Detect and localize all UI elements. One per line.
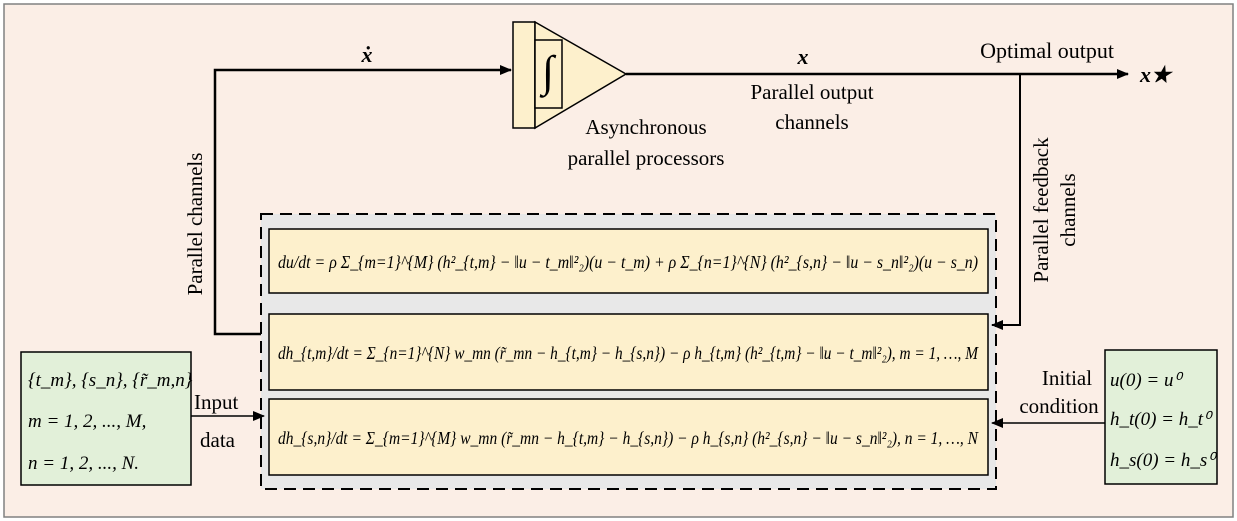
parallel-channels-line (213, 65, 512, 336)
input-data-box (20, 351, 192, 486)
async-label-2: parallel processors (568, 146, 725, 170)
input-n-range: n = 1, 2, ..., N. (28, 453, 139, 474)
processor-back-rect (512, 21, 536, 129)
parallel-feedback-label-1: Parallel feedback (1029, 137, 1053, 283)
integral-symbol: ∫ (539, 47, 557, 98)
parallel-output-label-1: Parallel output (750, 80, 873, 104)
initial-label-1: Initial (1042, 366, 1092, 390)
async-label-1: Asynchronous (585, 115, 706, 139)
initial-hs: h_s(0) = h_s⁰ (1110, 450, 1217, 471)
initial-condition-box (1104, 349, 1218, 485)
x-dot-label: ẋ (361, 42, 373, 67)
x-star-label: x★ (1139, 62, 1174, 87)
equation-u: du/dt = ρ Σ_{m=1}^{M} (h²_{t,m} − ‖u − t… (278, 252, 978, 272)
initial-u: u(0) = u⁰ (1110, 370, 1183, 391)
equation-hs: dh_{s,n}/dt = Σ_{m=1}^{M} w_mn (r̃_mn − … (278, 428, 979, 448)
initial-label-2: condition (1019, 394, 1099, 418)
equation-box-1 (268, 228, 989, 294)
initial-ht: h_t(0) = h_t⁰ (1110, 409, 1213, 430)
equation-box-2 (268, 313, 989, 391)
equation-box-3 (268, 398, 989, 476)
integrator-box (534, 39, 563, 109)
parallel-feedback-label-2: channels (1056, 173, 1080, 246)
input-label-2: data (200, 428, 236, 452)
parallel-channels-label: Parallel channels (183, 153, 207, 296)
optimal-output-label: Optimal output (980, 38, 1114, 63)
equation-ht: dh_{t,m}/dt = Σ_{n=1}^{N} w_mn (r̃_mn − … (278, 343, 979, 363)
input-set-line: {t_m}, {s_n}, {r̃_m,n} (28, 370, 193, 391)
x-label: x (797, 44, 809, 69)
parallel-output-label-2: channels (775, 110, 848, 134)
input-m-range: m = 1, 2, ..., M, (28, 411, 146, 432)
feedback-line (991, 74, 1021, 330)
input-label-1: Input (194, 390, 238, 414)
